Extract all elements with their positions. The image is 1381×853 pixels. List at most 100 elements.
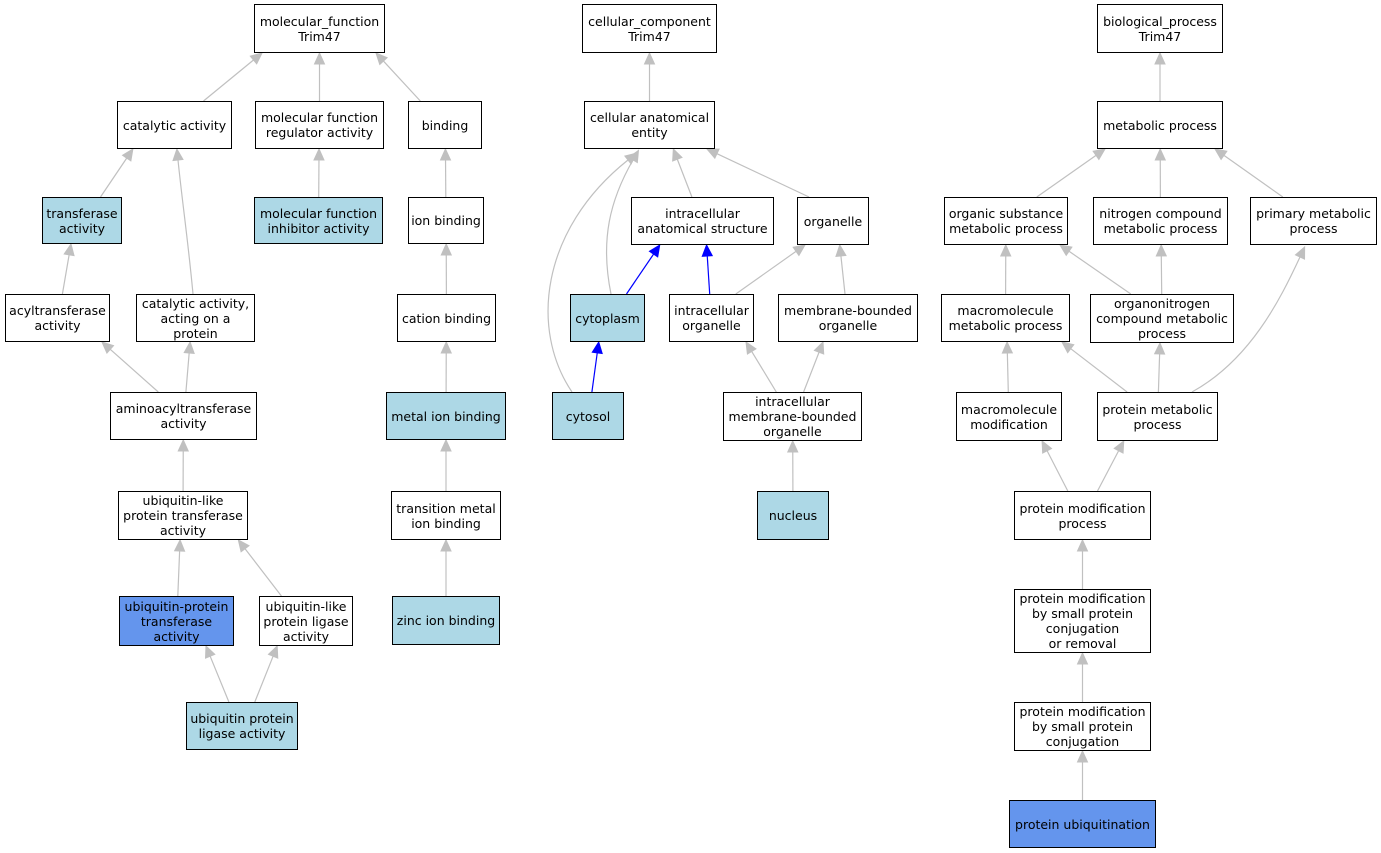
arrowhead (63, 242, 75, 257)
go-term-catprot[interactable]: catalytic activity, acting on a protein (136, 294, 255, 342)
arrowhead (1294, 245, 1306, 260)
go-term-mfinhib[interactable]: molecular function inhibitor activity (254, 197, 383, 244)
edge-ubprotlig-to-ubligase (254, 644, 279, 703)
arrowhead (643, 51, 656, 65)
edge-aminoacyl-to-catprot (183, 340, 195, 393)
go-term-orgsub[interactable]: organic substance metabolic process (944, 197, 1068, 245)
go-term-cation[interactable]: cation binding (397, 294, 496, 342)
go-term-protmetab[interactable]: protein metabolic process (1097, 392, 1218, 441)
go-term-ubprot[interactable]: ubiquitin-protein transferase activity (119, 596, 234, 646)
arrowhead (835, 243, 847, 258)
arrowhead (121, 147, 134, 162)
go-term-ubligase[interactable]: ubiquitin-like protein ligase activity (259, 596, 353, 646)
arrowhead (267, 644, 279, 659)
edge-cation-to-ionbinding (440, 242, 453, 295)
edge-intraorg-to-ias (701, 243, 714, 295)
edge-cytosol-to-cae (547, 152, 638, 393)
edge-organelle-to-cae (705, 148, 810, 198)
edge-ionbinding-to-binding (439, 147, 452, 198)
arrowhead (313, 147, 325, 161)
arrowhead (648, 244, 661, 258)
edge-mfreg-to-mf (313, 51, 326, 101)
go-term-acyl[interactable]: acyltransferase activity (5, 294, 110, 342)
go-term-cc[interactable]: cellular_component Trim47 (582, 4, 717, 53)
arrowhead (624, 152, 638, 165)
go-term-nitro[interactable]: nitrogen compound metabolic process (1093, 197, 1228, 245)
edge-protmodconj-to-protmodsmall (1076, 651, 1089, 702)
edge-binding-to-mf (375, 52, 421, 102)
edge-cae-to-cc (643, 51, 656, 101)
go-term-protmodsmall[interactable]: protein modification by small protein co… (1014, 589, 1151, 653)
edge-acyl-to-transferase (61, 242, 75, 295)
arrowhead (1076, 651, 1089, 665)
arrowhead (786, 439, 799, 453)
edge-protmodsmall-to-protmod (1076, 538, 1089, 589)
go-term-cytoplasm[interactable]: cytoplasm (570, 294, 645, 342)
arrowhead (705, 148, 720, 160)
go-term-mfreg[interactable]: molecular function regulator activity (255, 101, 384, 149)
go-term-intraorg[interactable]: intracellular organelle (669, 294, 754, 342)
arrowhead (1155, 243, 1168, 257)
arrowhead (249, 52, 263, 65)
edge-organonitro-to-orgsub (1059, 244, 1132, 295)
go-term-aminoacyl[interactable]: aminoacyltransferase activity (110, 392, 257, 440)
go-term-ublike[interactable]: ubiquitin-like protein transferase activ… (118, 491, 248, 540)
go-term-primary[interactable]: primary metabolic process (1250, 197, 1377, 245)
go-term-transmetal[interactable]: transition metal ion binding (391, 491, 501, 540)
go-term-binding[interactable]: binding (408, 101, 482, 149)
edge-intramemb-to-intraorg (745, 340, 777, 393)
go-term-macro[interactable]: macromolecule metabolic process (941, 294, 1070, 342)
arrowhead (1153, 341, 1166, 355)
go-term-cae[interactable]: cellular anatomical entity (584, 101, 715, 149)
arrowhead (999, 243, 1012, 257)
go-term-memborg[interactable]: membrane-bounded organelle (778, 294, 918, 342)
edge-ubiquitination-to-protmodconj (1076, 749, 1089, 800)
go-term-metalion[interactable]: metal ion binding (386, 392, 506, 440)
edge-zinc-to-transmetal (440, 538, 452, 596)
edge-orgsub-to-metab (1036, 148, 1106, 198)
go-term-bp[interactable]: biological_process Trim47 (1097, 4, 1223, 53)
edge-protmod-to-protmetab (1096, 439, 1125, 492)
go-term-mf[interactable]: molecular_function Trim47 (254, 4, 385, 53)
edge-ublike-to-aminoacyl (177, 438, 190, 492)
arrowhead (204, 644, 216, 659)
edge-transferase-to-catalytic (100, 147, 134, 198)
arrowhead (177, 438, 190, 452)
go-term-ubprotlig[interactable]: ubiquitin protein ligase activity (186, 702, 298, 750)
go-term-intramemb[interactable]: intracellular membrane-bounded organelle (723, 392, 862, 441)
go-term-protmod[interactable]: protein modification process (1014, 491, 1151, 540)
go-term-catalytic[interactable]: catalytic activity (117, 101, 232, 149)
go-term-ionbinding[interactable]: ion binding (408, 197, 484, 244)
edge-protmetab-to-primary (1191, 245, 1306, 393)
edge-catprot-to-catalytic (172, 147, 194, 295)
go-term-macromod[interactable]: macromolecule modification (956, 392, 1062, 441)
go-term-ubiquitination[interactable]: protein ubiquitination (1009, 800, 1156, 848)
arrowhead (1059, 244, 1073, 257)
go-term-cytosol[interactable]: cytosol (552, 392, 624, 440)
edge-primary-to-metab (1214, 148, 1284, 198)
go-term-nucleus[interactable]: nucleus (757, 491, 829, 540)
arrowhead (1092, 148, 1106, 161)
arrowhead (591, 340, 603, 355)
arrowhead (440, 538, 452, 552)
arrowhead (375, 52, 389, 66)
arrowhead (172, 147, 184, 162)
edge-cytoplasm-to-ias (626, 244, 661, 295)
go-term-protmodconj[interactable]: protein modification by small protein co… (1014, 702, 1151, 751)
go-term-transferase[interactable]: transferase activity (42, 197, 122, 244)
edge-aminoacyl-to-acyl (101, 341, 159, 393)
edge-intraorg-to-organelle (735, 244, 806, 295)
go-term-organonitro[interactable]: organonitrogen compound metabolic proces… (1090, 294, 1234, 343)
edge-macro-to-orgsub (999, 243, 1012, 295)
edge-macromod-to-macro (1001, 340, 1014, 393)
go-term-ias[interactable]: intracellular anatomical structure (631, 197, 774, 245)
arrowhead (1154, 51, 1166, 65)
go-term-zinc[interactable]: zinc ion binding (392, 596, 500, 645)
go-term-metab[interactable]: metabolic process (1097, 101, 1223, 149)
edge-ubprot-to-ublike (173, 538, 186, 597)
go-term-organelle[interactable]: organelle (797, 197, 869, 245)
arrowhead (1076, 749, 1089, 763)
edge-nitro-to-metab (1154, 147, 1167, 198)
arrowhead (672, 147, 683, 162)
arrowhead (440, 438, 452, 452)
